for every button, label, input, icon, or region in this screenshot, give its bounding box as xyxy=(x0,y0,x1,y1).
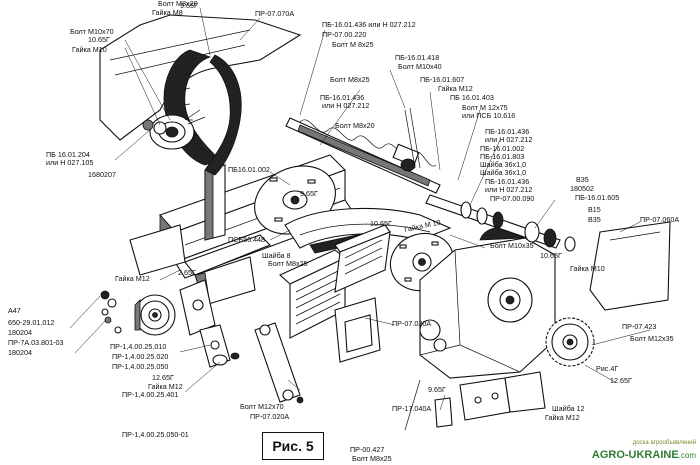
leader-lines xyxy=(69,7,651,411)
callout-label: Гайка М12 xyxy=(115,274,150,283)
callout-label: Болт М10х35 xyxy=(490,241,534,250)
callout-label: ПБ-16.01.418 xyxy=(395,53,439,62)
callout-label: Болт М8х20 xyxy=(335,121,375,130)
callout-label: ПБ-16.01.436 или Н 027.212 xyxy=(322,20,416,29)
figure-caption-box: Рис. 5 xyxy=(262,432,324,460)
watermark-brand: AGRO-UKRAINE xyxy=(591,449,679,461)
callout-label: Гайка М12 xyxy=(438,84,473,93)
callout-label: ПР-1,4.00.25.010 xyxy=(110,342,166,351)
left-pulley-assembly xyxy=(100,290,176,336)
callout-label: ПР-1,4.00.25.020 xyxy=(112,352,168,361)
callout-label: ПБ-16.01.605 xyxy=(575,193,619,202)
callout-label: Болт М8х25 xyxy=(268,259,308,268)
callout-label: А47 xyxy=(8,306,21,315)
callout-label: 1680207 xyxy=(88,170,116,179)
callout-label: ПР-07.00.220 xyxy=(322,30,366,39)
callout-label: ПБ-16.01.436 xyxy=(320,93,364,102)
callout-label: Рис.4Г xyxy=(596,364,618,373)
callout-label: 650-29.01.012 xyxy=(8,318,54,327)
callout-label: Шайба 36х1,0 xyxy=(480,168,526,177)
callout-label: Болт М8х20 xyxy=(158,0,198,8)
callout-label: ПСБ56.448 xyxy=(228,235,265,244)
callout-label: Шайба 8 xyxy=(262,251,291,260)
callout-label: 180502 xyxy=(570,184,594,193)
callout-label: Болт М12х35 xyxy=(630,334,674,343)
callout-label: Болт М10х40 xyxy=(398,62,442,71)
callout-label: 9.65Г xyxy=(300,189,318,198)
watermark: доска агрообъявлений AGRO-UKRAINE.com xyxy=(572,440,696,462)
callout-label: 10.65Г xyxy=(540,251,562,260)
callout-label: 180204 xyxy=(8,328,32,337)
callout-labels: Болт М8х20 9.65Г Гайка М8 ПР-07.070А Бол… xyxy=(8,0,679,463)
callout-label: ПБ-16.01.607 xyxy=(420,75,464,84)
callout-label: Болт М 12х75 xyxy=(462,103,508,112)
callout-label: Гайка М8 xyxy=(152,8,183,17)
watermark-tagline: доска агрообъявлений xyxy=(632,440,696,446)
callout-label: ПР-7А.03.801-03 xyxy=(8,338,64,347)
callout-label: ПР-07.030А xyxy=(392,319,431,328)
auger-shaft xyxy=(285,107,441,194)
right-shield xyxy=(589,221,671,311)
callout-label: или Н 027.105 xyxy=(46,158,93,167)
callout-label: ПБ-16.01.436 xyxy=(485,127,529,136)
callout-label: Болт М8х25 xyxy=(330,75,370,84)
left-guard-cover xyxy=(99,14,302,141)
callout-label: В15 xyxy=(588,205,601,214)
gearbox-housing xyxy=(419,226,556,379)
callout-label: В35 xyxy=(576,175,589,184)
callout-label: 12.65Г xyxy=(610,376,632,385)
watermark-domain: .com xyxy=(678,451,696,460)
callout-label: В35 xyxy=(588,215,601,224)
callout-label: ПР-1,4.00.25.050-01 xyxy=(122,430,189,439)
callout-label: 180204 xyxy=(8,348,32,357)
callout-label: ПР-17.040А xyxy=(392,404,431,413)
callout-label: Гайка М10 xyxy=(570,264,605,273)
callout-label: или Н 027.212 xyxy=(485,135,532,144)
callout-label: 9.65Г xyxy=(180,1,198,10)
callout-label: Болт М10х70 xyxy=(70,27,114,36)
callout-label: 9.65Г xyxy=(428,385,446,394)
callout-label: 12.65Г xyxy=(152,373,174,382)
callout-label: ПР-00.427 xyxy=(350,445,384,454)
callout-label: Гайка М10 xyxy=(72,45,107,54)
callout-label: или ПСБ 10.616 xyxy=(462,111,515,120)
callout-label: 10.65Г xyxy=(370,219,392,228)
callout-label: или Н 027.212 xyxy=(322,101,369,110)
callout-label: ПБ 16.01.403 xyxy=(450,93,494,102)
callout-label: Гайка М12 xyxy=(545,413,580,422)
callout-label: ПР-1,4.00.25.050 xyxy=(112,362,168,371)
right-shaft-washers xyxy=(425,194,576,252)
sprocket xyxy=(545,317,595,367)
callout-label: Болт М8х25 xyxy=(352,454,392,463)
callout-label: Шайба 36х1,0 xyxy=(480,160,526,169)
callout-label: 10.65Г xyxy=(88,35,110,44)
tension-brackets xyxy=(179,279,304,404)
callout-label: ПБ16.01.002 xyxy=(228,165,270,174)
callout-label: или Н 027.212 xyxy=(485,185,532,194)
figure-caption: Рис. 5 xyxy=(272,438,314,454)
callout-label: ПБ-16.01.002 xyxy=(480,144,524,153)
callout-label: ПР-07.423 xyxy=(622,322,656,331)
callout-label: ПБ-16.01.436 xyxy=(485,177,529,186)
callout-label: ПР-07.070А xyxy=(255,9,294,18)
callout-label: ПР-1,4.00.25.401 xyxy=(122,390,178,399)
callout-label: Болт М 8х25 xyxy=(332,40,374,49)
callout-label: Шайба 12 xyxy=(552,404,585,413)
bearing-housing-left xyxy=(142,109,206,150)
callout-label: ПР-07.00.090 xyxy=(490,194,534,203)
callout-label: ПР-07.060А xyxy=(640,215,679,224)
callout-label: Гайка М12 xyxy=(148,382,183,391)
lower-plates xyxy=(279,224,391,363)
callout-label: ПБ 16.01.204 xyxy=(46,150,90,159)
callout-label: 2.65Г xyxy=(178,268,196,277)
watermark-brand-line: AGRO-UKRAINE.com xyxy=(572,447,696,462)
callout-label: Болт М12х70 xyxy=(240,402,284,411)
callout-label: ПБ-16.01.803 xyxy=(480,152,524,161)
callout-label: ПР-07.020А xyxy=(250,412,289,421)
bottom-right-brackets xyxy=(404,371,546,431)
